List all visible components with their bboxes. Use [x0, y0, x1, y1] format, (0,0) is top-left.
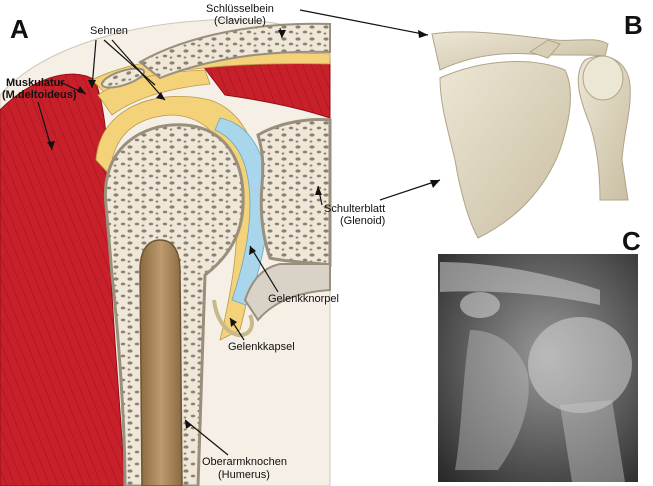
panel-b-model	[430, 12, 638, 240]
label-oberarmknochen: Oberarmknochen	[202, 456, 287, 468]
arrowheads	[47, 30, 440, 429]
capsule-yellow	[95, 96, 261, 341]
model-humeral-head	[582, 55, 624, 101]
scapula-neck	[243, 263, 331, 322]
scapula-glenoid	[256, 118, 332, 267]
model-scapula	[439, 61, 571, 239]
model-coracoid	[528, 39, 561, 59]
label-muskulatur: Muskulatur	[6, 77, 65, 89]
panel-label-c: C	[622, 226, 641, 256]
clavicle-bone	[138, 22, 331, 80]
label-muskulatur-latin: (M.deltoideus)	[2, 89, 77, 101]
panel-c-xray	[438, 254, 638, 482]
model-clavicle	[431, 31, 609, 71]
label-schulterblatt-latin: (Glenoid)	[340, 215, 385, 227]
xray-clavicle	[440, 262, 600, 305]
label-gelenkknorpel: Gelenkknorpel	[268, 293, 339, 305]
panel-label-a: A	[10, 14, 29, 44]
label-sehnen: Sehnen	[90, 25, 128, 37]
xray-glenoid	[455, 330, 529, 470]
label-oberarmknochen-latin: (Humerus)	[218, 469, 270, 481]
label-schulterblatt: Schulterblatt	[324, 203, 385, 215]
xray-acromion	[460, 292, 500, 318]
label-schluesselbein-latin: (Clavicule)	[214, 15, 266, 27]
acromion-small	[100, 67, 146, 89]
label-schluesselbein: Schlüsselbein	[206, 3, 274, 15]
panel-a-illustration	[0, 19, 332, 486]
humerus-marrow	[139, 239, 183, 486]
label-gelenkkapsel: Gelenkkapsel	[228, 341, 295, 353]
xray-humeral-head	[528, 317, 632, 413]
xray-humerus-shaft	[560, 400, 625, 482]
joint-capsule-pouch	[212, 299, 254, 338]
panel-label-b: B	[624, 10, 643, 40]
